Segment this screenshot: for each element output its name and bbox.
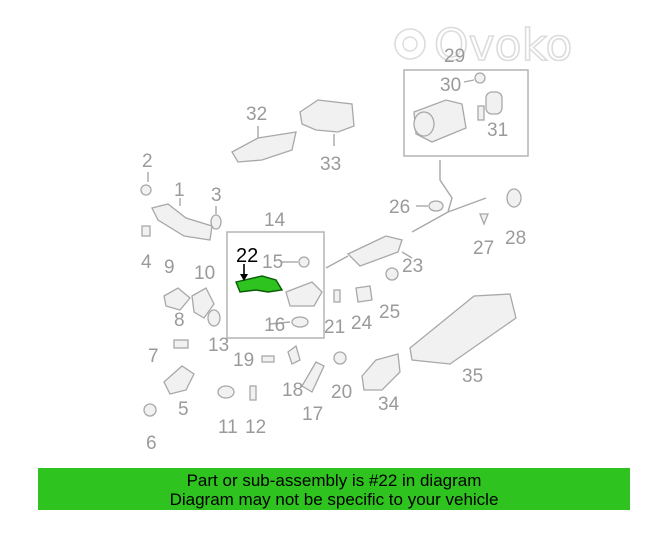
callout-10: 10 (194, 263, 215, 284)
heat-shield-33 (299, 99, 355, 133)
hanger-18 (287, 344, 301, 365)
callout-26: 26 (389, 197, 410, 218)
bolt-21 (333, 289, 341, 303)
callout-2: 2 (142, 151, 153, 172)
callout-8: 8 (174, 310, 185, 331)
callout-25: 25 (379, 302, 400, 323)
muffler-group-box (403, 69, 529, 157)
gasket-26 (428, 200, 444, 212)
watermark-text: Ovoko (434, 20, 572, 71)
nut-25 (385, 267, 399, 281)
pipe-5 (163, 365, 195, 395)
bracket-9 (163, 287, 191, 311)
leader-lines (147, 79, 475, 325)
gasket-3 (210, 214, 222, 230)
front-pipe-1 (151, 203, 213, 241)
gasket-6 (143, 403, 157, 417)
gasket-16 (291, 316, 309, 328)
callout-33: 33 (320, 154, 341, 175)
bolt-30 (474, 72, 486, 84)
callout-29: 29 (444, 46, 465, 67)
part-info-banner: Part or sub-assembly is #22 in diagram D… (38, 468, 630, 510)
stud-4 (141, 225, 151, 237)
part-drawings (140, 72, 522, 417)
nut-27 (479, 213, 489, 226)
bolt-19 (261, 355, 275, 363)
banner-line-2: Diagram may not be specific to your vehi… (169, 490, 499, 509)
bolt-12 (249, 385, 257, 401)
bracket-10 (191, 287, 215, 319)
callout-23: 23 (402, 256, 423, 277)
banner-line-1: Part or sub-assembly is #22 in diagram (186, 471, 482, 490)
callout-9: 9 (164, 257, 175, 278)
callout-15: 15 (262, 252, 283, 273)
callout-34: 34 (378, 394, 400, 415)
nut-20 (333, 351, 347, 365)
resonator-23 (346, 235, 403, 267)
callout-21: 21 (324, 317, 345, 338)
callout-13: 13 (208, 335, 229, 356)
converter-group-box (226, 231, 325, 339)
callout-14: 14 (264, 210, 286, 231)
callout-5: 5 (178, 399, 189, 420)
callout-30: 30 (440, 75, 461, 96)
nut-2 (140, 184, 152, 196)
callout-numbers: 1 2 3 4 5 6 7 8 9 10 11 12 13 14 15 16 1… (141, 46, 526, 454)
callout-19: 19 (233, 350, 254, 371)
converter (285, 281, 323, 307)
callout-18: 18 (282, 380, 303, 401)
callout-7: 7 (148, 346, 159, 367)
callout-12: 12 (245, 417, 266, 438)
tip-31 (485, 91, 503, 115)
callout-28: 28 (505, 228, 526, 249)
callout-4: 4 (141, 252, 152, 273)
gasket-13 (207, 309, 221, 327)
callout-20: 20 (331, 382, 352, 403)
callout-17: 17 (302, 404, 323, 425)
callout-1: 1 (174, 180, 185, 201)
nut-15 (298, 256, 310, 268)
callout-11: 11 (218, 417, 238, 438)
gasket-28 (506, 188, 522, 208)
highlighted-part-22[interactable] (235, 275, 284, 293)
hanger-24 (355, 285, 373, 303)
clamp-11 (217, 385, 235, 399)
heat-shield-32 (231, 131, 297, 163)
part-8 (173, 339, 189, 349)
callout-6: 6 (146, 433, 157, 454)
shield-35 (409, 293, 517, 365)
hanger-17 (301, 361, 325, 393)
callout-31: 31 (487, 120, 508, 141)
callout-27: 27 (473, 238, 494, 259)
callout-3: 3 (211, 185, 222, 206)
callout-35: 35 (462, 366, 483, 387)
bracket-34 (361, 353, 401, 391)
part-22-arrow (240, 274, 248, 281)
callout-32: 32 (246, 104, 267, 125)
callout-22: 22 (236, 245, 258, 267)
callout-16: 16 (264, 315, 285, 336)
callout-24: 24 (351, 313, 373, 334)
watermark: Ovoko (394, 19, 573, 72)
